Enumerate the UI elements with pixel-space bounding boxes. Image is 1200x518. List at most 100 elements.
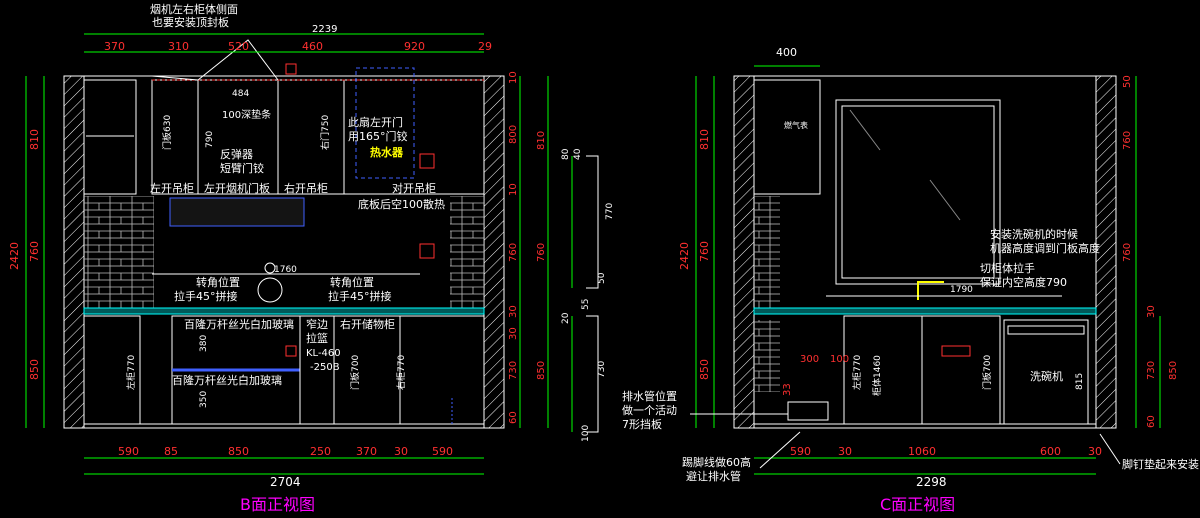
b-note: 转角位置 bbox=[196, 275, 240, 289]
b-top-dim: 920 bbox=[404, 40, 425, 53]
c-dim: 1790 bbox=[950, 285, 973, 295]
c-bottom-total: 2298 bbox=[916, 475, 947, 489]
c-note: 燃气表 bbox=[784, 120, 808, 130]
right-wall-hatch bbox=[483, 75, 505, 429]
b-bottom-total: 2704 bbox=[270, 475, 301, 489]
b-note: 左柜770 bbox=[125, 355, 137, 390]
b-bottom-dim: 250 bbox=[310, 445, 331, 458]
b-right-dim: 760 bbox=[508, 243, 519, 262]
c-note: 切柜体拉手 bbox=[980, 261, 1035, 275]
b-top-dim: 29 bbox=[478, 40, 492, 53]
b-note: 此扇左开门 bbox=[348, 115, 403, 129]
b-note: -250B bbox=[310, 362, 340, 373]
c-brick-low bbox=[754, 320, 780, 392]
b-right-dim: 730 bbox=[508, 361, 519, 380]
c-right-dim: 760 bbox=[1122, 243, 1133, 262]
socket-icon bbox=[285, 345, 297, 357]
b-note: 右开吊柜 bbox=[284, 181, 328, 195]
c-top-dim: 400 bbox=[776, 46, 797, 59]
brick-backsplash-left bbox=[84, 196, 154, 308]
c-note: 柜体1460 bbox=[871, 355, 883, 396]
b-left-dim: 850 bbox=[28, 359, 41, 380]
b-top-total: 2239 bbox=[312, 24, 337, 35]
b-right-dim: 30 bbox=[508, 305, 519, 318]
section-dim: 730 bbox=[597, 361, 607, 378]
brick-backsplash-right bbox=[450, 196, 484, 308]
socket-icon bbox=[419, 243, 435, 259]
b-note: 右门750 bbox=[319, 115, 331, 150]
c-note: 保证内空高度790 bbox=[980, 275, 1067, 289]
c-right-dim: 60 bbox=[1146, 415, 1157, 428]
c-note: 机器高度调到门板高度 bbox=[990, 241, 1100, 255]
b-bottom-dim: 850 bbox=[228, 445, 249, 458]
b-note: 380 bbox=[199, 335, 209, 352]
c-note: 安装洗碗机的时候 bbox=[990, 227, 1078, 241]
c-note: 7形挡板 bbox=[622, 417, 662, 431]
b-note: 484 bbox=[232, 89, 249, 99]
c-note: 避让排水管 bbox=[686, 469, 741, 483]
b-bottom-dim: 85 bbox=[164, 445, 178, 458]
b-top-dim: 310 bbox=[168, 40, 189, 53]
c-note: 踢脚线做60高 bbox=[682, 455, 751, 469]
c-note: 门板700 bbox=[981, 355, 993, 390]
b-note: 反弹器 bbox=[220, 147, 253, 161]
c-note: 脚钉垫起来安装 bbox=[1122, 457, 1199, 471]
b-right-dim: 10 bbox=[508, 183, 519, 196]
section-dim: 20 bbox=[561, 312, 571, 324]
b-note: 百隆万杆丝光白加玻璃 bbox=[172, 373, 282, 387]
faucet-icon bbox=[917, 281, 944, 300]
b-right-dim: 760 bbox=[536, 243, 547, 262]
section-dim: 80 bbox=[561, 148, 571, 160]
c-dim: 33 bbox=[782, 383, 793, 396]
b-note: 窄边 bbox=[306, 317, 328, 331]
c-bottom-dim: 30 bbox=[838, 445, 852, 458]
b-note: 转角位置 bbox=[330, 275, 374, 289]
base-cabinet-storage bbox=[333, 315, 401, 425]
b-note: 拉手45°拼接 bbox=[174, 289, 238, 303]
socket-icon bbox=[419, 153, 435, 169]
c-right-dim: 850 bbox=[1168, 361, 1179, 380]
b-right-total: 850 bbox=[536, 361, 547, 380]
b-note: 也要安装顶封板 bbox=[152, 15, 229, 29]
c-right-dim: 30 bbox=[1146, 305, 1157, 318]
b-view: 370 310 520 460 920 29 2239 烟机左右柜体侧面 也要安… bbox=[8, 2, 549, 514]
c-bottom-dim: 590 bbox=[790, 445, 811, 458]
b-top-dim: 460 bbox=[302, 40, 323, 53]
c-left-wall-hatch bbox=[733, 75, 755, 429]
c-note: 做一个活动 bbox=[622, 403, 677, 417]
section-dim: 55 bbox=[581, 299, 591, 310]
b-bottom-dim: 590 bbox=[432, 445, 453, 458]
b-left-dim: 760 bbox=[28, 241, 41, 262]
c-brick bbox=[754, 196, 780, 308]
c-right-dim: 50 bbox=[1122, 75, 1133, 88]
c-dim: 300 bbox=[800, 354, 819, 365]
b-note: 左开烟机门板 bbox=[204, 181, 270, 195]
c-left-dim: 810 bbox=[698, 129, 711, 150]
section-dim: 40 bbox=[573, 148, 583, 160]
b-view-title: B面正视图 bbox=[240, 495, 315, 514]
b-note: 右柜770 bbox=[395, 355, 407, 390]
c-window bbox=[835, 99, 1001, 285]
b-note: 左开吊柜 bbox=[150, 182, 194, 195]
c-bottom-dim: 1060 bbox=[908, 445, 936, 458]
b-top-dim: 520 bbox=[228, 40, 249, 53]
b-top-dim: 370 bbox=[104, 40, 125, 53]
c-left-dim: 760 bbox=[698, 241, 711, 262]
b-note: 右开储物柜 bbox=[340, 317, 395, 331]
c-countertop bbox=[753, 307, 1097, 315]
upper-cabinet-left bbox=[83, 79, 137, 195]
b-note: 百隆万杆丝光白加玻璃 bbox=[184, 317, 294, 331]
b-note: 拉篮 bbox=[306, 331, 328, 345]
b-note: 350 bbox=[199, 391, 209, 408]
countertop bbox=[83, 307, 485, 315]
c-note: 左柜770 bbox=[851, 355, 863, 390]
c-note: 排水管位置 bbox=[622, 389, 677, 403]
b-note: 拉手45°拼接 bbox=[328, 289, 392, 303]
b-note: 门板700 bbox=[349, 355, 361, 390]
side-section: 80 40 770 50 55 20 730 100 bbox=[561, 148, 615, 442]
b-note: KL-460 bbox=[306, 348, 341, 359]
b-note: 短臂门铰 bbox=[220, 161, 264, 175]
drain-pipe bbox=[787, 401, 829, 421]
b-right-dim: 10 bbox=[508, 71, 519, 84]
